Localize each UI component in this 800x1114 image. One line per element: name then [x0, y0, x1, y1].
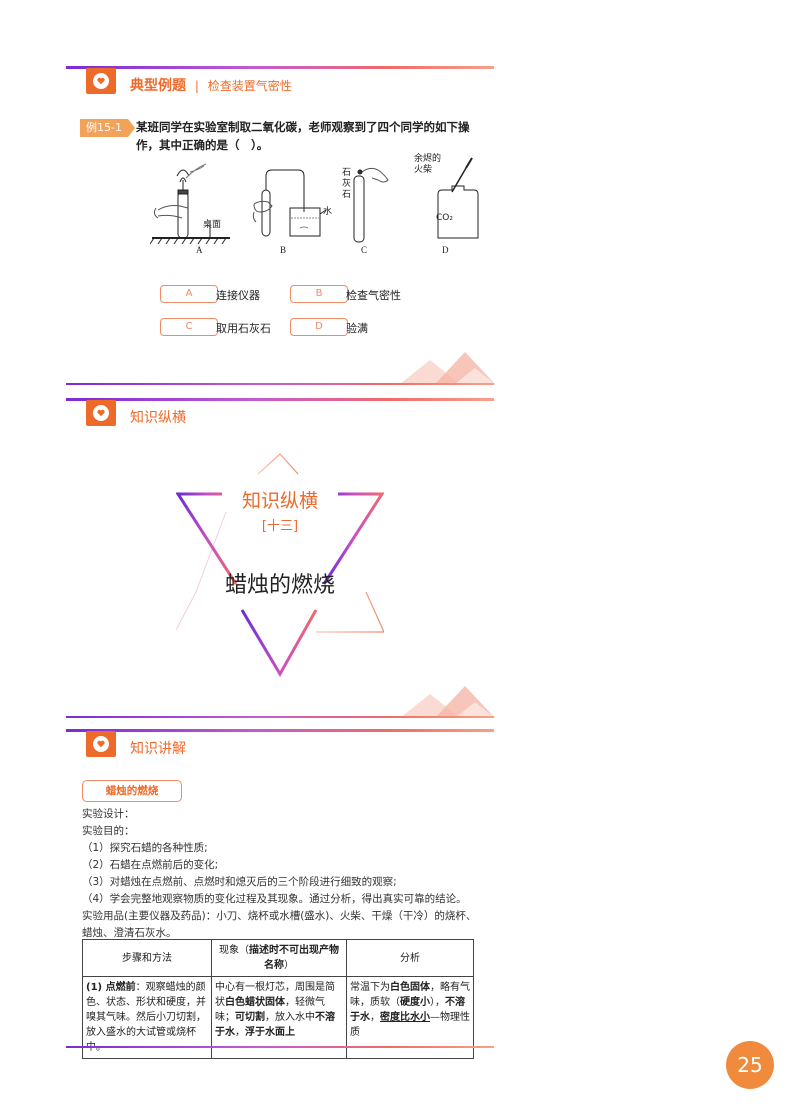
cell-phenomenon: 中心有一根灯芯，周围是简状白色蜡状固体，轻微气味；可切割，放入水中不溶于水，浮于… — [211, 976, 347, 1059]
option-d-text: 验满 — [346, 322, 368, 335]
header-rule-2 — [66, 398, 494, 401]
banner-topic: 蜡烛的燃烧 — [224, 573, 335, 598]
section-icon — [86, 731, 116, 757]
banner-number: [十三] — [261, 519, 299, 534]
experiment-table: 步骤和方法 现象（描述时不可出现产物名称） 分析 (1) 点燃前：观察蜡烛的颜色… — [82, 939, 474, 1059]
label-limestone: 石 灰 石 — [342, 168, 352, 200]
label-b: B — [280, 245, 287, 255]
header-phenomenon: 现象（描述时不可出现产物名称） — [211, 939, 347, 977]
label-c: C — [361, 245, 368, 255]
decor-mountains — [400, 686, 495, 718]
section-icon — [86, 68, 116, 94]
label-water: 水 — [323, 207, 333, 217]
label-desk: 桌面 — [203, 220, 222, 230]
section-title-explain: 知识讲解 — [130, 741, 186, 757]
text-line: （3）对蜡烛在点燃前、点燃时和熄灭后的三个阶段进行细致的观察; — [82, 876, 397, 888]
header-rule-3 — [66, 729, 494, 732]
footer-rule-3 — [66, 1046, 494, 1048]
figure-a — [150, 163, 230, 245]
figure-d — [437, 157, 479, 239]
option-a-text: 连接仪器 — [216, 289, 260, 302]
banner-title: 知识纵横 — [241, 490, 318, 512]
heart-icon — [97, 409, 105, 417]
label-d: D — [442, 245, 449, 255]
section-icon — [86, 400, 116, 426]
label-a: A — [196, 245, 203, 255]
footer-rule-1 — [66, 383, 494, 385]
page-number: 25 — [726, 1041, 774, 1089]
footer-rule-2 — [66, 716, 494, 718]
option-d-button[interactable]: D — [290, 318, 348, 336]
figure-b — [252, 169, 327, 237]
text-line: 实验目的： — [82, 825, 135, 837]
table-row: (1) 点燃前：观察蜡烛的颜色、状态、形状和硬度，并嗅其气味。然后小刀切割，放入… — [82, 976, 474, 1059]
cell-analysis: 常温下为白色固体，略有气味，质软（硬度小），不溶于水，密度比水小—物理性质 — [346, 976, 474, 1059]
text-line: （4）学会完整地观察物质的变化过程及其现象。通过分析，得出真实可靠的结论。 — [82, 893, 467, 905]
text-line: （2）石蜡在点燃前后的变化; — [82, 859, 219, 871]
header-analysis: 分析 — [346, 939, 474, 977]
header-steps: 步骤和方法 — [82, 939, 212, 977]
option-c-text: 取用石灰石 — [216, 322, 271, 335]
label-match: 余烬的 火柴 — [414, 154, 442, 175]
heart-icon — [97, 740, 105, 748]
label-co2: CO₂ — [436, 213, 453, 223]
option-b-button[interactable]: B — [290, 285, 348, 303]
text-line: 实验用品(主要仪器及药品)：小刀、烧杯或水槽(盛水)、火柴、干燥（干冷）的烧杯、… — [82, 910, 477, 939]
option-a-button[interactable]: A — [160, 285, 218, 303]
apparatus-figure — [150, 157, 479, 245]
option-c-button[interactable]: C — [160, 318, 218, 336]
section-title-example: 典型例题 | 检查装置气密性 — [130, 78, 292, 94]
section-title-span: 知识纵横 — [130, 410, 186, 426]
header-rule-top — [66, 66, 494, 69]
option-b-text: 检查气密性 — [346, 289, 401, 302]
text-line: 实验设计： — [82, 808, 135, 820]
banner-triangles — [176, 453, 384, 677]
explain-body: 实验设计： 实验目的： （1）探究石蜡的各种性质; （2）石蜡在点燃前后的变化;… — [82, 806, 482, 942]
question-text: 某班同学在实验室制取二氧化碳，老师观察到了四个同学的如下操作，其中正确的是（ ）… — [136, 120, 470, 152]
heart-icon — [97, 77, 105, 85]
example-badge: 例15-1 — [80, 119, 135, 137]
topic-tag: 蜡烛的燃烧 — [82, 780, 182, 802]
decor-mountains — [400, 352, 495, 384]
figure-c — [353, 167, 389, 243]
text-line: （1）探究石蜡的各种性质; — [82, 842, 208, 854]
